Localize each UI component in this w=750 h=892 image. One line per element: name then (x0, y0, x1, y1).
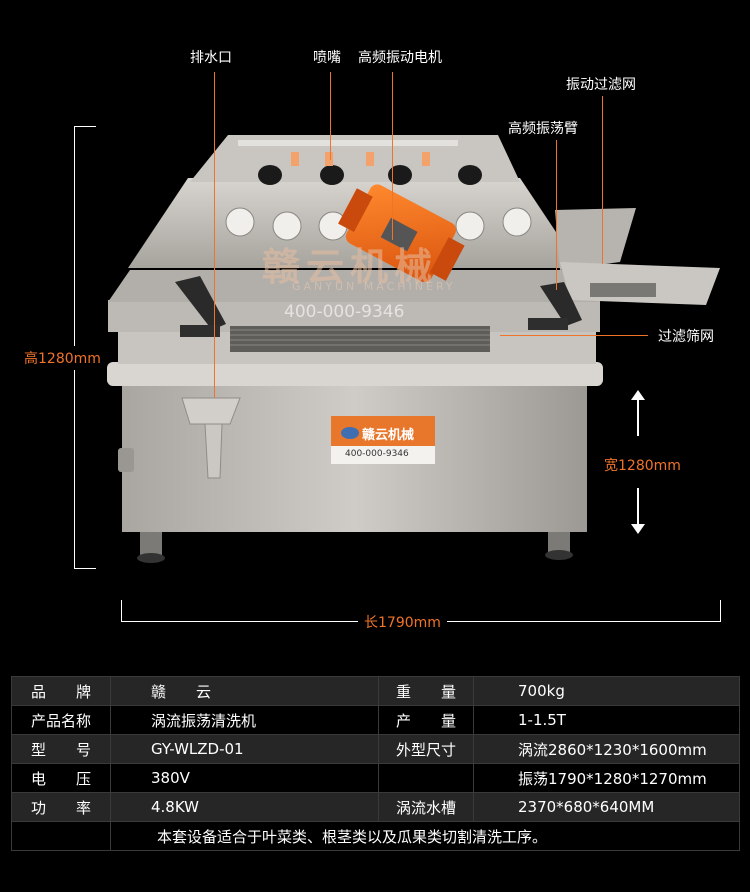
table-row: 型 号 GY-WLZD-01 外型尺寸 涡流2860*1230*1600mm (11, 734, 740, 764)
spec-value: 700kg (473, 676, 740, 706)
spec-note: 本套设备适合于叶菜类、根茎类以及瓜果类切割清洗工序。 (110, 821, 740, 851)
leader-vib-filter (602, 96, 603, 264)
dimension-width: 宽1280mm (604, 458, 681, 474)
table-row: 产品名称 涡流振荡清洗机 产 量 1-1.5T (11, 705, 740, 735)
brand-plate-name: 赣云机械 (362, 428, 415, 443)
table-row: 本套设备适合于叶菜类、根茎类以及瓜果类切割清洗工序。 (11, 821, 740, 851)
spec-key: 功 率 (11, 792, 111, 822)
callout-vib-arm: 高频振荡臂 (508, 121, 578, 137)
width-arrow-up-head (631, 390, 645, 400)
spec-empty-cell (11, 821, 111, 851)
specifications-table: 品 牌 赣 云 重 量 700kg 产品名称 涡流振荡清洗机 产 量 1-1.5… (11, 676, 740, 851)
spec-value: 4.8KW (110, 792, 379, 822)
spec-key: 外型尺寸 (378, 734, 474, 764)
callout-nozzle: 喷嘴 (313, 50, 341, 66)
spec-value: GY-WLZD-01 (110, 734, 379, 764)
callout-motor: 高频振动电机 (358, 50, 442, 66)
table-row: 电 压 380V 振荡1790*1280*1270mm (11, 763, 740, 793)
callout-vib-filter: 振动过滤网 (566, 77, 636, 93)
dimension-height: 高1280mm (24, 346, 101, 370)
length-line-left-tick (121, 600, 122, 622)
callout-drain: 排水口 (190, 50, 232, 66)
width-arrow-down (637, 488, 639, 528)
spec-value: 1-1.5T (473, 705, 740, 735)
spec-key: 产品名称 (11, 705, 111, 735)
spec-key: 品 牌 (11, 676, 111, 706)
spec-key: 电 压 (11, 763, 111, 793)
leader-drain (214, 72, 215, 398)
spec-key (378, 763, 474, 793)
spec-value: 振荡1790*1280*1270mm (473, 763, 740, 793)
height-line-top-tick (74, 126, 96, 127)
spec-key: 涡流水槽 (378, 792, 474, 822)
brand-plate-phone: 400-000-9346 (345, 449, 409, 459)
washing-machine-illustration (107, 135, 720, 563)
width-arrow-up (637, 392, 639, 436)
spec-key: 产 量 (378, 705, 474, 735)
spec-key: 重 量 (378, 676, 474, 706)
watermark-brand-en: GANYUN MACHINERY (292, 280, 456, 293)
watermark-brand: 赣云机械 (262, 244, 439, 289)
width-arrow-down-head (631, 524, 645, 534)
spec-value: 涡流振荡清洗机 (110, 705, 379, 735)
spec-value: 赣 云 (110, 676, 379, 706)
product-photo: 赣云机械 400-000-9346 赣云机械 GANYUN MACHINERY … (24, 50, 721, 632)
dimension-length: 长1790mm (358, 612, 447, 632)
watermark-phone: 400-000-9346 (284, 302, 405, 322)
leader-filter-screen (500, 335, 648, 336)
spec-value: 2370*680*640MM (473, 792, 740, 822)
spec-value: 涡流2860*1230*1600mm (473, 734, 740, 764)
table-row: 功 率 4.8KW 涡流水槽 2370*680*640MM (11, 792, 740, 822)
leader-vib-arm (556, 140, 557, 290)
length-line-right-tick (720, 600, 721, 622)
height-line-bottom-tick (74, 568, 96, 569)
leader-motor (392, 72, 393, 240)
table-row: 品 牌 赣 云 重 量 700kg (11, 676, 740, 706)
callout-filter-screen: 过滤筛网 (658, 329, 714, 345)
spec-value: 380V (110, 763, 379, 793)
leader-nozzle (330, 72, 331, 160)
spec-key: 型 号 (11, 734, 111, 764)
